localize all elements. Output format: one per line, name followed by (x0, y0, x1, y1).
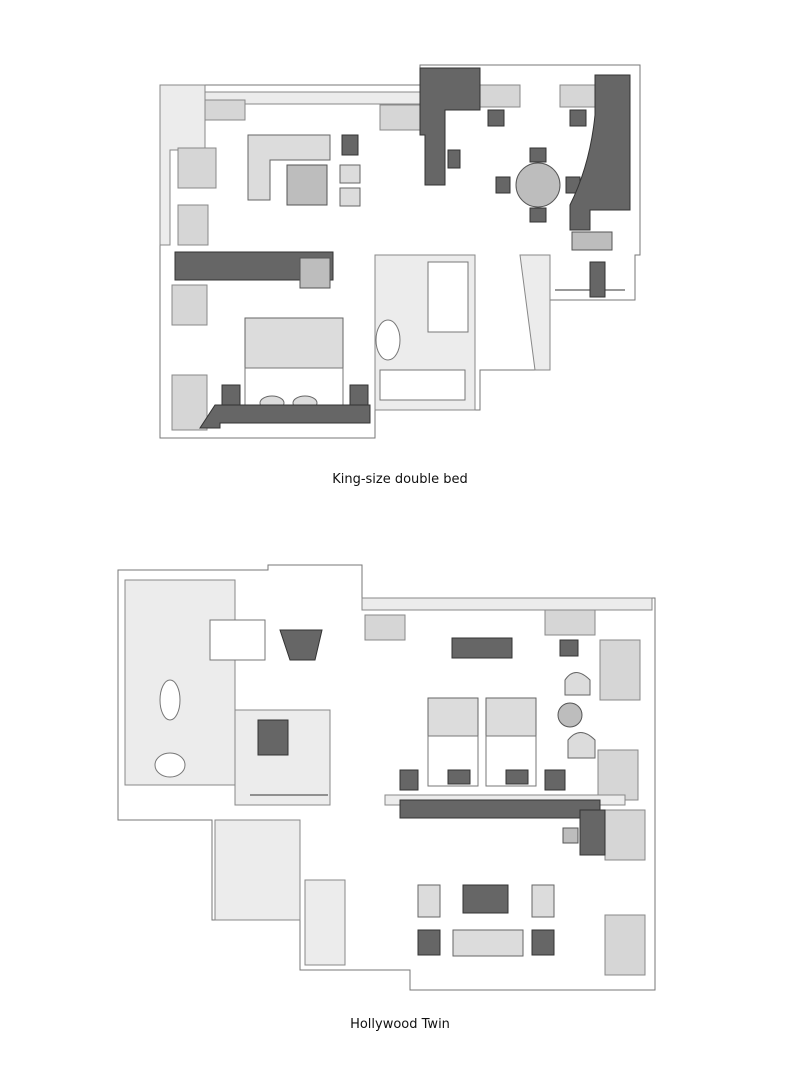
armchair (531, 884, 555, 918)
curtain (204, 99, 246, 121)
curtain (597, 749, 639, 801)
headboard-panel (399, 799, 601, 819)
nightstand (399, 769, 419, 791)
bathtub (209, 619, 266, 661)
desk (579, 809, 606, 856)
sideboard (569, 74, 631, 231)
side-table (341, 134, 359, 156)
curtain (379, 104, 421, 131)
pillow (505, 769, 529, 785)
twin-floor-plan (117, 564, 656, 991)
curtain (171, 374, 208, 431)
cabinet (304, 879, 346, 966)
chair (559, 639, 579, 657)
round-table (557, 702, 583, 728)
nightstand (221, 384, 241, 406)
curtain (177, 204, 209, 246)
safe (257, 719, 289, 756)
side-table (531, 929, 555, 956)
desk (419, 67, 481, 186)
curtain (604, 809, 646, 861)
curtain (479, 84, 521, 108)
curtain (544, 609, 596, 636)
king-floor-plan (159, 64, 641, 439)
headboard-bed (485, 697, 537, 737)
curtain (177, 147, 217, 189)
cabinet (299, 257, 331, 289)
vanity-sink (159, 679, 181, 721)
nightstand (544, 769, 566, 791)
dining-table (515, 162, 561, 208)
chair (569, 109, 587, 127)
desk-chair (562, 827, 579, 844)
curtain (599, 639, 641, 701)
fireplace (279, 629, 323, 661)
nightstand (349, 384, 369, 406)
armchair (564, 672, 591, 696)
chair (487, 109, 505, 127)
headboard-bed (244, 317, 344, 369)
chair (447, 149, 461, 169)
side-table (417, 929, 441, 956)
toilet (154, 752, 186, 778)
sofa (452, 929, 524, 957)
pillow (447, 769, 471, 785)
chair (529, 207, 547, 223)
vanity (379, 369, 466, 401)
closet-wall (519, 254, 551, 371)
ottoman (339, 164, 361, 184)
entry (214, 819, 301, 921)
chair (529, 147, 547, 163)
armchair (567, 732, 596, 759)
tv (451, 637, 513, 659)
bathtub (427, 261, 469, 333)
sofa (247, 134, 331, 201)
bathroom (124, 579, 236, 786)
coffee-table (286, 164, 328, 206)
safe (589, 261, 606, 298)
window-wall (361, 597, 653, 611)
cabinet (571, 231, 613, 251)
bed-base (199, 404, 371, 429)
ottoman (339, 187, 361, 207)
plan-caption-king: King-size double bed (332, 472, 468, 487)
plan-caption-twin: Hollywood Twin (350, 1017, 450, 1032)
curtain (364, 614, 406, 641)
coffee-table (462, 884, 509, 914)
armchair (417, 884, 441, 918)
toilet (375, 319, 401, 361)
curtain (171, 284, 208, 326)
chair (495, 176, 511, 194)
curtain (559, 84, 601, 108)
headboard-bed (427, 697, 479, 737)
wall-segment (159, 84, 206, 246)
curtain (604, 914, 646, 976)
